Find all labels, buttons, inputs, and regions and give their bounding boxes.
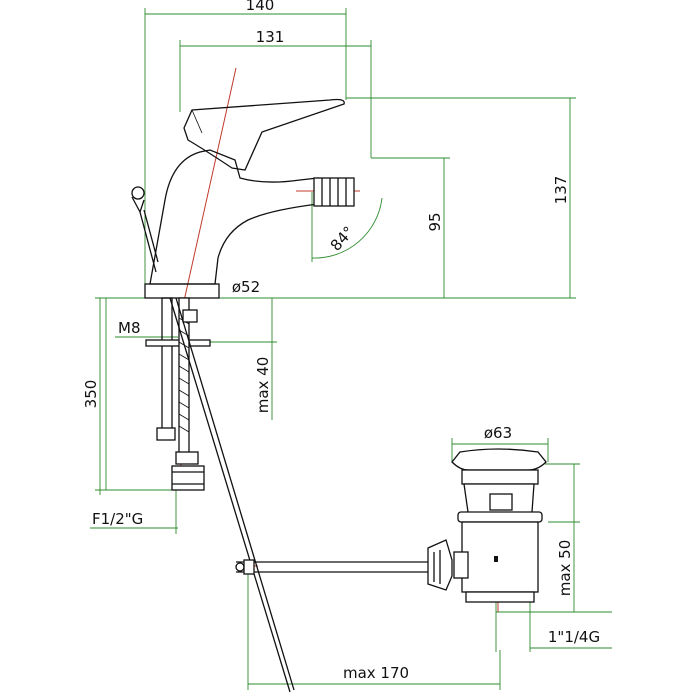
pop-up-rod: [169, 297, 430, 693]
label-rod-max: max 170: [343, 664, 409, 682]
pop-up-waste: [427, 448, 547, 603]
label-height-spout: 95: [426, 212, 444, 231]
label-base-diameter: ø52: [232, 278, 260, 296]
spray-head: [313, 177, 355, 207]
mounting-studs: [145, 297, 211, 491]
label-hose-length: 350: [82, 380, 100, 409]
label-width-spout: 131: [256, 28, 285, 46]
label-stud-thread: M8: [118, 319, 141, 337]
label-max-thickness: max 40: [254, 357, 272, 414]
label-hose-connection: F1/2"G: [92, 510, 143, 528]
center-lines: [180, 67, 499, 612]
label-spray-angle: 84°: [327, 223, 358, 255]
label-waste-diameter: ø63: [484, 424, 512, 442]
label-waste-max: max 50: [556, 540, 574, 597]
faucet-base: [144, 283, 220, 299]
faucet-body: [149, 149, 319, 285]
label-waste-thread: 1"1/4G: [548, 628, 600, 646]
lever-handle: [183, 98, 345, 171]
label-width-total: 140: [246, 0, 275, 14]
label-height-total: 137: [552, 176, 570, 205]
pop-up-knob: [131, 186, 159, 273]
bidet-mixer-faucet: [131, 98, 355, 299]
